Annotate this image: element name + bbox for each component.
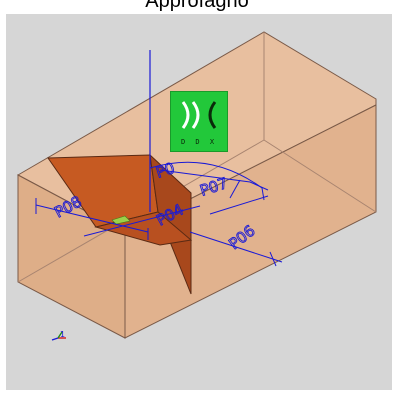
window-caption: Approfagno: [145, 0, 249, 12]
axis-label: 1: [60, 330, 65, 339]
scene-3d[interactable]: P0 P07 P08 P04 P06 1: [6, 14, 392, 390]
cut-face-bottom[interactable]: [94, 211, 193, 246]
cad-viewport[interactable]: P0 P07 P08 P04 P06 1 D D X: [6, 14, 392, 390]
ddx-logo: D D X: [170, 91, 228, 152]
dim-label-p0[interactable]: P0: [153, 158, 177, 182]
ucs-axis-indicator: 1: [51, 330, 66, 341]
ddx-logo-icon: D D X: [181, 101, 217, 146]
dimension-lines: [35, 161, 283, 267]
logo-letters: D D X: [181, 138, 217, 146]
box-hidden-edge: [263, 139, 377, 213]
cut-inner-green: [111, 215, 131, 225]
